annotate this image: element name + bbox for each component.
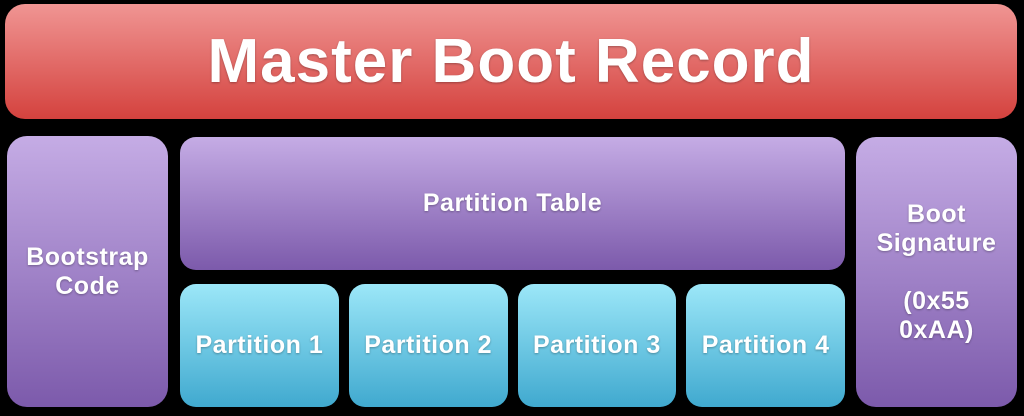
diagram-title: Master Boot Record xyxy=(207,27,815,96)
partitions-row: Partition 1 Partition 2 Partition 3 Part… xyxy=(180,284,845,407)
partition-2-block: Partition 2 xyxy=(348,284,508,407)
bootstrap-code-block: Bootstrap Code xyxy=(7,136,168,407)
partition-2-label: Partition 2 xyxy=(364,331,492,359)
boot-signature-block: Boot Signature (0x55 0xAA) xyxy=(856,137,1017,407)
partition-1-label: Partition 1 xyxy=(195,331,324,359)
partition-table-label: Partition Table xyxy=(422,189,603,217)
partition-table-block: Partition Table xyxy=(180,137,845,270)
mbr-title-banner: Master Boot Record xyxy=(5,4,1017,119)
partition-4-label: Partition 4 xyxy=(701,331,830,359)
partition-3-block: Partition 3 xyxy=(517,284,677,407)
boot-signature-label: Boot Signature (0x55 0xAA) xyxy=(876,199,997,344)
partition-4-block: Partition 4 xyxy=(686,284,845,407)
bootstrap-code-label: Bootstrap Code xyxy=(26,242,149,300)
partition-1-block: Partition 1 xyxy=(180,284,339,407)
partition-3-label: Partition 3 xyxy=(533,331,661,359)
